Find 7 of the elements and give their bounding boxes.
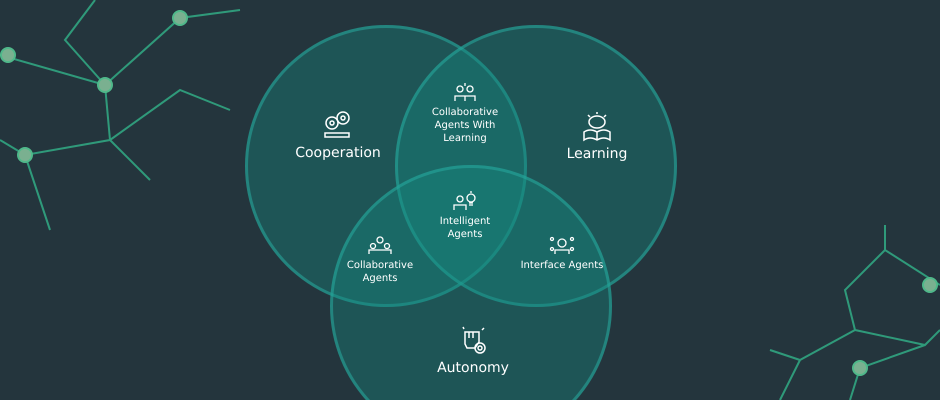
region-label: Collaborative Agents With Learning xyxy=(430,106,500,145)
set-label: Cooperation xyxy=(295,145,381,161)
set-label: Learning xyxy=(566,146,628,162)
region-label: Interface Agents xyxy=(520,259,604,272)
set-label: Autonomy xyxy=(437,360,509,376)
region-label: Collaborative Agents xyxy=(346,259,414,285)
region-label: Intelligent Agents xyxy=(438,215,492,241)
